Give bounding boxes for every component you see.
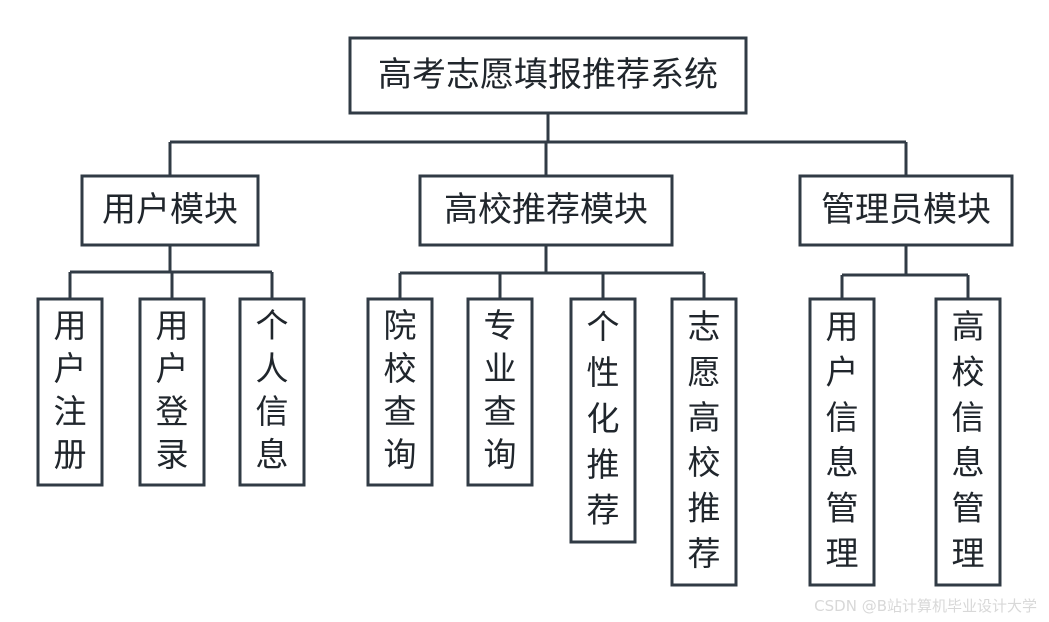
node-label-char: 愿	[688, 353, 721, 392]
node-label-char: 推	[688, 489, 721, 528]
node-label-char: 高	[688, 398, 721, 437]
node-label-char: 用	[156, 306, 189, 345]
node-box	[418, 174, 674, 247]
node-box	[138, 297, 206, 487]
node-label-char: 荐	[587, 491, 620, 530]
node-label: 高考志愿填报推荐系统	[378, 55, 718, 95]
node-admin-module[interactable]: 管理员模块	[798, 174, 1014, 247]
node-label-char: 录	[156, 435, 189, 474]
node-label-char: 荐	[688, 534, 721, 573]
node-label-char: 息	[256, 435, 289, 474]
node-box	[80, 174, 260, 247]
node-label-char: 信	[826, 398, 859, 437]
node-box	[798, 174, 1014, 247]
node-label-char: 性	[587, 353, 620, 392]
node-label-char: 校	[952, 353, 985, 392]
node-label-char: 院	[384, 306, 417, 345]
node-label-char: 理	[826, 534, 859, 573]
node-label-char: 信	[256, 392, 289, 431]
node-label-char: 人	[256, 349, 289, 388]
node-label-char: 户	[826, 353, 859, 392]
node-label-char: 业	[484, 349, 517, 388]
node-label-char: 高	[952, 307, 985, 346]
node-label-char: 查	[384, 392, 417, 431]
node-box	[36, 297, 104, 487]
node-recommend-module[interactable]: 高校推荐模块	[418, 174, 674, 247]
node-label-char: 信	[952, 398, 985, 437]
node-box	[934, 297, 1002, 587]
node-label-char: 管	[826, 489, 859, 528]
node-box	[569, 297, 637, 544]
node-layer: 高考志愿填报推荐系统用户模块高校推荐模块管理员模块用户注册用户登录个人信息院校查…	[36, 36, 1014, 587]
node-label-char: 户	[54, 349, 87, 388]
node-label-char: 校	[688, 443, 721, 482]
node-label-char: 用	[826, 307, 859, 346]
node-user-module[interactable]: 用户模块	[80, 174, 260, 247]
node-box	[238, 297, 306, 487]
node-label-char: 专	[484, 306, 517, 345]
node-box	[348, 36, 748, 115]
node-label-char: 个	[587, 307, 620, 346]
node-label-char: 息	[826, 443, 859, 482]
node-label-char: 用	[54, 306, 87, 345]
node-label-char: 查	[484, 392, 517, 431]
node-label-char: 询	[384, 435, 417, 474]
node-label-char: 注	[54, 392, 87, 431]
node-label: 管理员模块	[821, 190, 991, 230]
node-label-char: 息	[952, 443, 985, 482]
connector-layer	[68, 113, 970, 299]
node-label-char: 推	[587, 445, 620, 484]
node-label-char: 册	[54, 435, 87, 474]
node-box	[670, 297, 738, 587]
node-box	[466, 297, 534, 487]
node-label-char: 登	[156, 392, 189, 431]
node-root[interactable]: 高考志愿填报推荐系统	[348, 36, 748, 115]
node-label: 高校推荐模块	[444, 190, 648, 230]
node-box	[808, 297, 876, 587]
node-box	[366, 297, 434, 487]
node-label-char: 管	[952, 489, 985, 528]
node-label-char: 化	[587, 399, 620, 438]
node-label-char: 户	[156, 349, 189, 388]
node-label: 用户模块	[102, 190, 238, 230]
node-label-char: 校	[384, 349, 417, 388]
node-label-char: 志	[688, 307, 721, 346]
node-label-char: 个	[256, 306, 289, 345]
watermark-text: CSDN @B站计算机毕业设计大学	[814, 597, 1037, 615]
node-label-char: 询	[484, 435, 517, 474]
node-label-char: 理	[952, 534, 985, 573]
